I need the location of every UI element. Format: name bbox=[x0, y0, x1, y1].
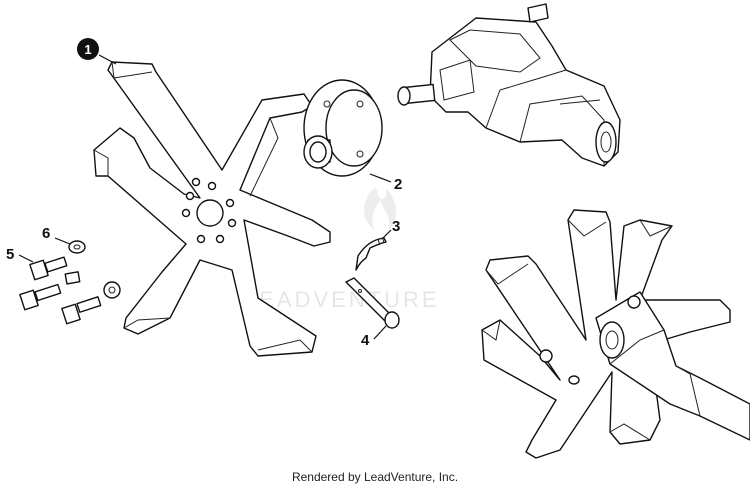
leader-line bbox=[369, 173, 392, 183]
callout-5[interactable]: 5 bbox=[6, 246, 34, 263]
callout-3[interactable]: 3 bbox=[382, 218, 400, 239]
bolt bbox=[29, 256, 68, 281]
callout-2[interactable]: 2 bbox=[369, 173, 402, 193]
callout-label: 2 bbox=[394, 176, 402, 193]
callout-label: 4 bbox=[361, 332, 370, 349]
callout-label: 5 bbox=[6, 246, 14, 263]
bolts-part bbox=[19, 256, 102, 325]
flame-icon bbox=[364, 188, 397, 230]
callout-4[interactable]: 4 bbox=[361, 325, 387, 349]
callout-label: 3 bbox=[392, 218, 400, 235]
leader-line bbox=[54, 237, 71, 245]
bolt bbox=[61, 296, 102, 325]
nuts-washers-part bbox=[64, 240, 121, 299]
bolt bbox=[19, 283, 62, 311]
callout-label: 6 bbox=[42, 225, 50, 242]
clevis-pin-part bbox=[345, 277, 400, 329]
leader-line bbox=[382, 229, 392, 239]
callout-1[interactable]: 1 bbox=[77, 38, 117, 65]
watermark: LEADVENTURE bbox=[244, 188, 440, 312]
assembled-tiller-view bbox=[481, 209, 750, 459]
leader-line bbox=[373, 325, 387, 340]
callout-label: 1 bbox=[84, 42, 91, 57]
footer-credit: Rendered by LeadVenture, Inc. bbox=[291, 470, 459, 484]
hub-part bbox=[303, 79, 383, 177]
callout-marker bbox=[77, 38, 99, 60]
tine-part bbox=[93, 61, 331, 357]
leader-line bbox=[98, 54, 117, 65]
hairpin-clip-part bbox=[355, 237, 387, 271]
watermark-text: LEADVENTURE bbox=[244, 287, 440, 312]
leader-line bbox=[18, 254, 34, 263]
gearbox-assembly bbox=[397, 3, 621, 167]
callout-6[interactable]: 6 bbox=[42, 225, 71, 245]
